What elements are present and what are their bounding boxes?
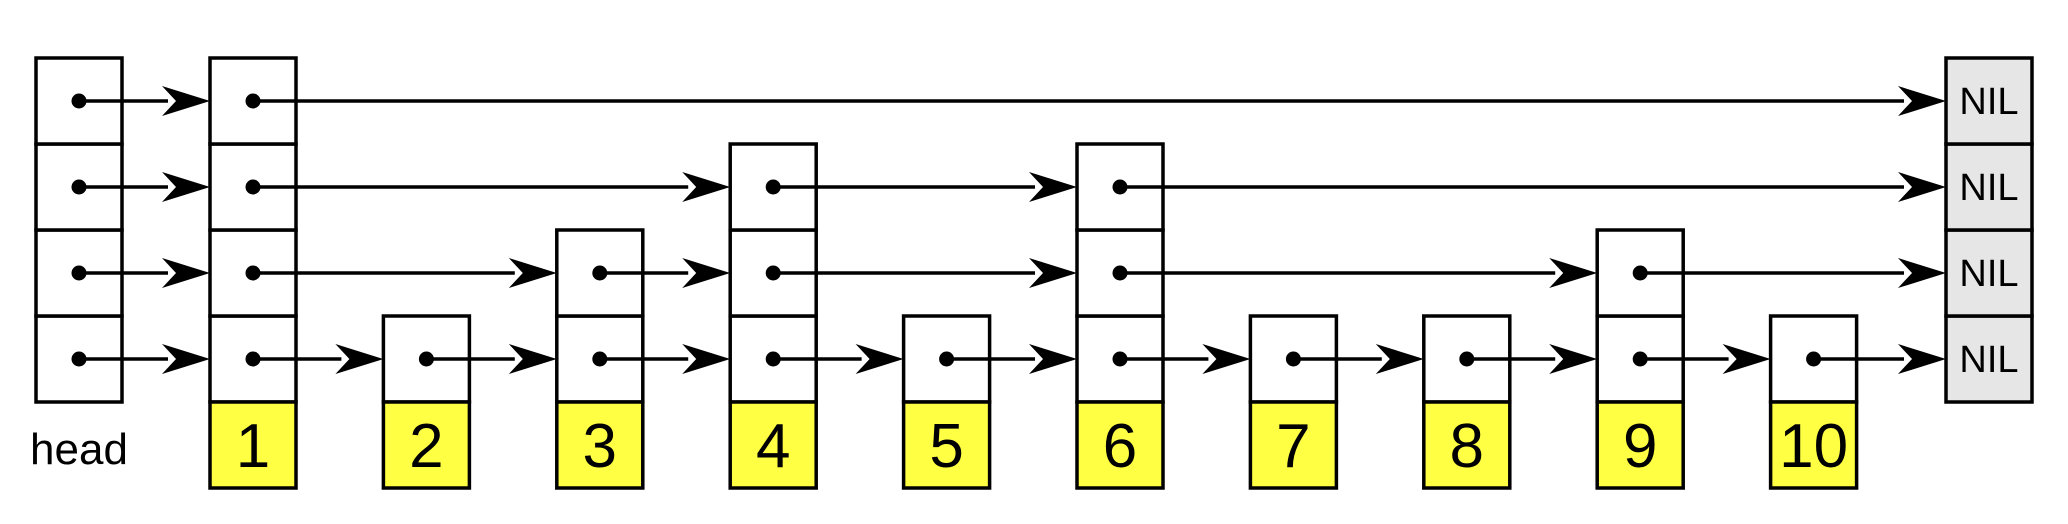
arrow-node-2-to-node-3-level-1-head <box>508 344 557 374</box>
node-8-pointer-dot-level-1 <box>1459 351 1475 367</box>
arrows-layer <box>79 86 1946 374</box>
node-4-pointer-dot-level-1 <box>765 351 781 367</box>
node-10-pointer-dot-level-1 <box>1806 351 1822 367</box>
nil-cell-level-2 <box>1944 228 2034 318</box>
node-10-key-label: 10 <box>1779 412 1848 481</box>
nil-label-level-1: NIL <box>1959 339 2018 381</box>
node-4-pointer-dot-level-2 <box>765 265 781 281</box>
node-2-key-label: 2 <box>409 412 443 481</box>
node-6-key-label: 6 <box>1103 412 1137 481</box>
arrow-node-1-to-node-3-level-2-head <box>508 258 557 288</box>
head-pointer-dot-level-2 <box>71 265 87 281</box>
arrow-node-4-to-node-6-level-3-head <box>1029 172 1077 202</box>
node-6-pointer-dot-level-2 <box>1112 265 1128 281</box>
arrow-node-8-to-node-9-level-1-head <box>1549 344 1598 374</box>
node-1-key-cell <box>208 400 298 490</box>
node-4-pointer-dot-level-3 <box>765 179 781 195</box>
head-pointer-dot-level-3 <box>71 179 87 195</box>
labels-layer: 1 2 3 4 5 6 7 8 9 10 NIL NIL NIL NIL head <box>30 81 2019 481</box>
arrow-node-10-to-nil-level-1-head <box>1898 344 1946 374</box>
node-1-pointer-dot-level-4 <box>245 93 261 109</box>
nil-cell-level-4 <box>1944 56 2034 146</box>
node-2-key-cell <box>381 400 472 490</box>
dots-layer <box>71 93 1822 367</box>
node-8-key-cell <box>1422 400 1512 490</box>
arrow-node-4-to-node-6-level-2-head <box>1029 258 1077 288</box>
arrow-node-6-to-nil-level-3-head <box>1898 172 1946 202</box>
node-5-key-cell <box>901 400 992 490</box>
arrow-node-5-to-node-6-level-1-head <box>1029 344 1077 374</box>
arrow-node-9-to-node-10-level-1-head <box>1722 344 1771 374</box>
node-9-pointer-dot-level-2 <box>1632 265 1648 281</box>
head-pointer-dot-level-4 <box>71 93 87 109</box>
arrow-head-to-node-1-level-2-head <box>162 258 210 288</box>
arrow-node-7-to-node-8-level-1-head <box>1375 344 1424 374</box>
node-5-key-label: 5 <box>929 412 963 481</box>
arrow-node-1-to-node-4-level-3-head <box>682 172 731 202</box>
arrow-node-1-to-nil-level-4-head <box>1898 86 1946 116</box>
arrow-node-3-to-node-4-level-2-head <box>682 258 731 288</box>
head-pointer-dot-level-1 <box>71 351 87 367</box>
node-10-key-cell <box>1768 400 1859 490</box>
node-6-key-cell <box>1075 400 1165 490</box>
node-1-pointer-dot-level-1 <box>245 351 261 367</box>
node-7-key-cell <box>1248 400 1339 490</box>
node-7-pointer-dot-level-1 <box>1285 351 1301 367</box>
arrow-head-to-node-1-level-4-head <box>162 86 210 116</box>
nil-label-level-2: NIL <box>1959 253 2018 295</box>
node-6-pointer-dot-level-1 <box>1112 351 1128 367</box>
arrow-node-9-to-nil-level-2-head <box>1898 258 1946 288</box>
nil-label-level-4: NIL <box>1959 81 2018 123</box>
nil-cell-level-3 <box>1944 142 2034 232</box>
arrow-node-6-to-node-9-level-2-head <box>1549 258 1598 288</box>
node-3-pointer-dot-level-1 <box>592 351 608 367</box>
nil-label-level-3: NIL <box>1959 167 2018 209</box>
node-4-key-cell <box>728 400 818 490</box>
node-7-key-label: 7 <box>1276 412 1310 481</box>
arrow-node-4-to-node-5-level-1-head <box>855 344 904 374</box>
node-3-pointer-dot-level-2 <box>592 265 608 281</box>
arrow-head-to-node-1-level-3-head <box>162 172 210 202</box>
node-8-key-label: 8 <box>1450 412 1484 481</box>
node-2-pointer-dot-level-1 <box>418 351 434 367</box>
node-9-pointer-dot-level-1 <box>1632 351 1648 367</box>
node-4-key-label: 4 <box>756 412 790 481</box>
arrow-node-1-to-node-2-level-1-head <box>335 344 384 374</box>
arrow-head-to-node-1-level-1-head <box>162 344 210 374</box>
node-1-pointer-dot-level-3 <box>245 179 261 195</box>
node-6-pointer-dot-level-3 <box>1112 179 1128 195</box>
node-9-key-cell <box>1595 400 1685 490</box>
arrow-node-3-to-node-4-level-1-head <box>682 344 731 374</box>
node-3-key-label: 3 <box>583 412 617 481</box>
head-label: head <box>30 425 128 474</box>
node-9-key-label: 9 <box>1623 412 1657 481</box>
node-5-pointer-dot-level-1 <box>939 351 955 367</box>
node-1-pointer-dot-level-2 <box>245 265 261 281</box>
arrow-node-6-to-node-7-level-1-head <box>1202 344 1251 374</box>
node-1-key-label: 1 <box>236 412 270 481</box>
node-3-key-cell <box>555 400 645 490</box>
